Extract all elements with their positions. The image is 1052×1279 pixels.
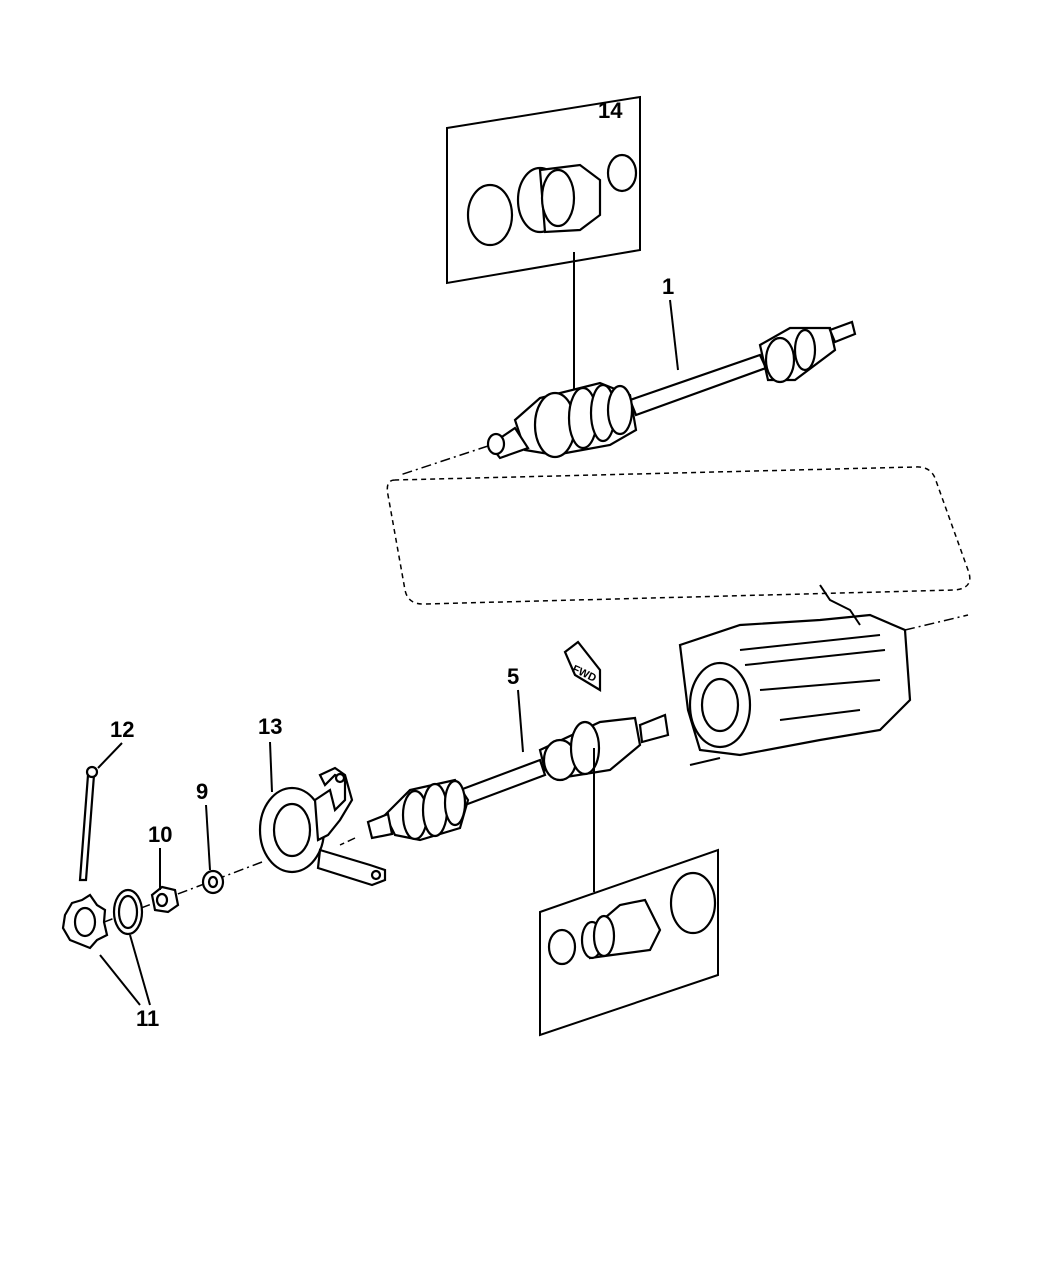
callout-13: 13 xyxy=(258,714,282,739)
cotter-pin: 12 xyxy=(78,717,134,882)
boot-kit-lower-box xyxy=(539,848,719,1037)
callout-12: 12 xyxy=(110,717,134,742)
washer: 9 xyxy=(196,779,225,895)
callout-14: 14 xyxy=(598,98,623,123)
axle-shaft-upper: 1 xyxy=(486,274,857,460)
differential-housing xyxy=(678,584,969,766)
dashed-outline xyxy=(386,466,971,605)
callout-11: 11 xyxy=(136,1006,159,1031)
callout-5: 5 xyxy=(507,664,519,689)
callout-1: 1 xyxy=(662,274,674,299)
centerline xyxy=(399,445,489,476)
steering-knuckle: 13 xyxy=(258,714,387,887)
axle-shaft-lower: 5 xyxy=(366,664,670,842)
nut-lock-assembly: 11 xyxy=(61,888,159,1031)
callout-9: 9 xyxy=(196,779,208,804)
fwd-arrow: FWD xyxy=(563,640,602,692)
hub-nut: 10 xyxy=(148,822,180,914)
callout-10: 10 xyxy=(148,822,172,847)
boot-kit-upper-box: 14 xyxy=(446,95,641,285)
